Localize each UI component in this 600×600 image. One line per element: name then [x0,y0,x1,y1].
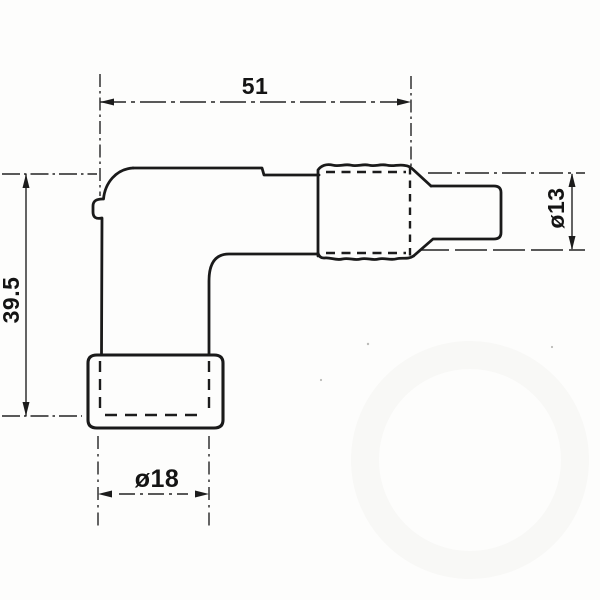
arrowhead-left-icon [98,490,112,498]
cup-silhouette [88,355,223,428]
terminal-nose [412,184,503,258]
arm-top-edge [131,166,321,177]
arrowhead-down-icon [22,402,30,416]
part-outline [86,163,503,430]
scan-speck [319,378,323,382]
scan-artifacts [319,341,589,579]
hidden-lines [98,167,412,417]
arrowhead-left-icon [100,98,114,106]
dimension-top-width: 51 [99,73,412,196]
dimension-left-height: 39.5 [0,173,97,417]
elbow-inner-edge [207,252,320,357]
dim-label-top-width: 51 [242,73,269,99]
arrowhead-right-icon [195,490,209,498]
dim-label-bottom-diameter: ø18 [135,465,180,493]
elbow-outer-edge [91,166,135,357]
dimension-bottom-diameter: ø18 [97,436,210,527]
scan-speck [366,342,370,346]
body-silhouette [93,164,501,355]
boot-top-edge [316,163,433,258]
scan-speck [550,345,554,349]
boot-bottom-edge [316,251,415,261]
watermark-ghost [351,341,589,579]
arrowhead-up-icon [22,174,30,188]
arrowhead-up-icon [568,173,576,187]
dimension-right-diameter: ø13 [417,172,585,251]
arrowhead-right-icon [397,98,411,106]
cup-outline [86,353,225,430]
dim-label-right-diameter: ø13 [543,187,569,228]
dim-label-left-height: 39.5 [0,277,24,324]
arrowhead-down-icon [568,236,576,250]
